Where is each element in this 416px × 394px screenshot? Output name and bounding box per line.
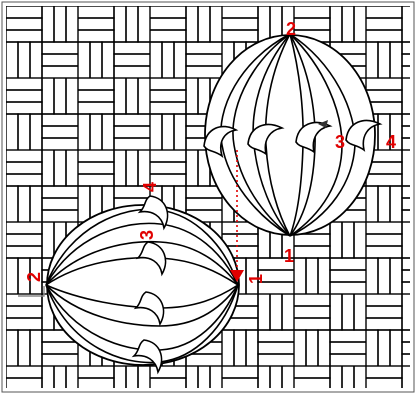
lower-label-right: 1 — [246, 274, 266, 284]
lower-label-left: 2 — [24, 272, 44, 282]
upper-label-arrow-four: 4 — [386, 132, 396, 152]
lower-label-arrow-four: 4 — [140, 182, 160, 192]
upper-label-top: 2 — [286, 19, 296, 39]
upper-label-arrow-three: 3 — [335, 132, 345, 152]
lower-label-arrow-three: 3 — [137, 230, 157, 240]
upper-label-bottom: 1 — [284, 246, 294, 266]
